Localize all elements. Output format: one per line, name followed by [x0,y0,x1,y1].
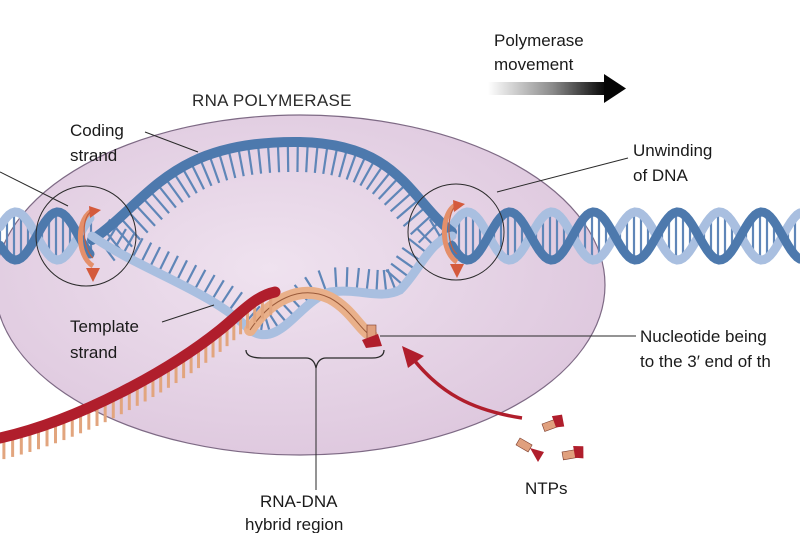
rna-polymerase-label: RNA POLYMERASE [192,91,352,110]
dna-strand-front [0,207,95,265]
curved-arrow-icon [402,346,523,420]
free-ntps [515,414,584,462]
unwinding-label: Unwinding of DNA [633,141,717,185]
nucleotide-being-added [362,324,382,348]
rna-transcript [0,286,281,460]
coding-strand [87,136,457,245]
dna-double-helix [0,136,800,340]
dna-strand-back [0,207,95,265]
polymerase-movement-label: Polymerase movement [494,31,589,74]
template-strand-label: Template strand [70,317,144,362]
rna-dna-hybrid-label: RNA-DNA hybrid region [245,492,343,533]
rewinding-circle [35,185,137,287]
rna-hybrid-outline [249,292,373,337]
rna-dna-hybrid [244,286,378,342]
ntps-label: NTPs [525,479,568,498]
leader-lines [0,131,636,490]
rotation-arrow-icon [77,206,101,282]
dna-strand-front [447,207,800,265]
coding-strand-label: Coding strand [70,121,129,165]
right-arrow-icon [488,74,626,103]
base-stub [417,220,441,244]
base-stub [409,213,434,236]
unwinding-circle [407,183,505,281]
rna-backbone [0,286,281,444]
base-stub [119,216,141,241]
template-strand [87,231,457,340]
nucleotide-added-label: Nucleotide being to the 3′ end of th [640,327,771,371]
rotation-arrow-icon [441,200,465,278]
base-stub [402,205,427,228]
